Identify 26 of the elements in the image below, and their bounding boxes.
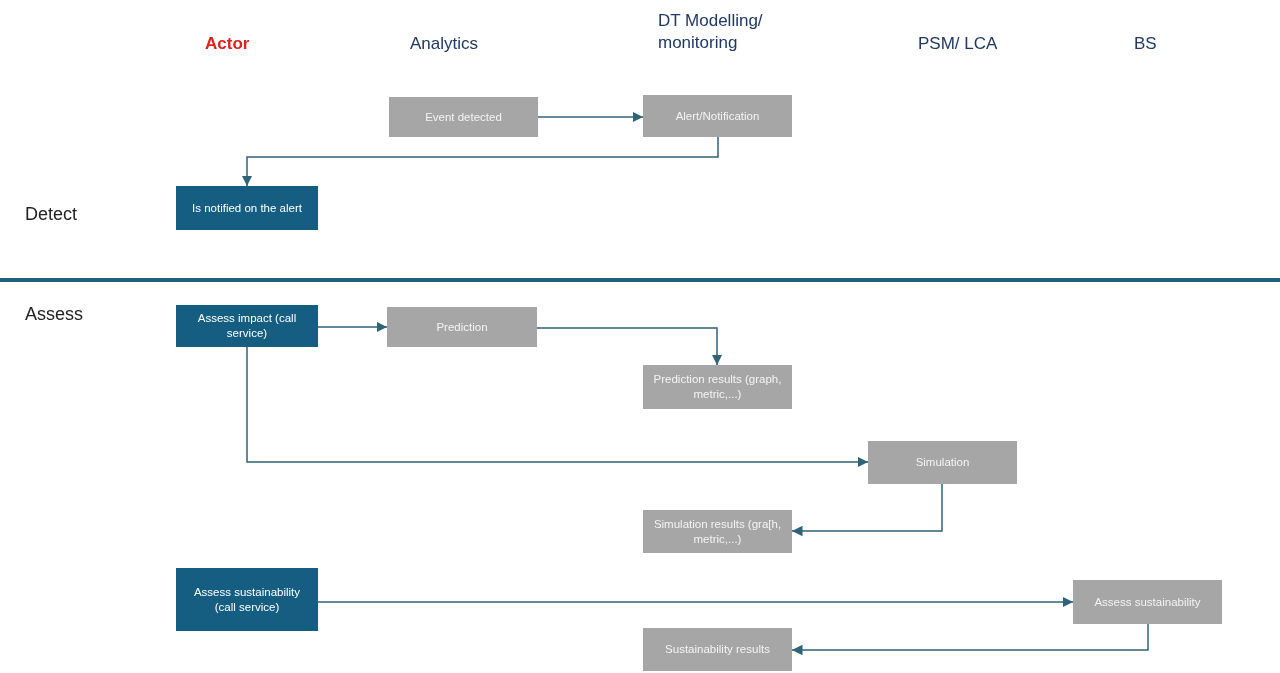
row-label: Detect: [25, 203, 78, 226]
column-header: Analytics: [410, 33, 479, 55]
arrow: [791, 483, 943, 537]
service-step-box: Sustainability results: [643, 628, 792, 671]
arrow: [537, 111, 644, 123]
service-step-box: Simulation results (gra[h, metric,...): [643, 510, 792, 553]
arrow: [241, 136, 719, 187]
service-step-box: Prediction: [387, 307, 537, 347]
service-step-box: Assess sustainability: [1073, 580, 1222, 624]
service-step-box: Simulation: [868, 441, 1017, 484]
arrow: [317, 596, 1074, 608]
column-header: Actor: [205, 33, 250, 55]
column-header: BS: [1134, 33, 1157, 55]
column-header: PSM/ LCA: [918, 33, 998, 55]
row-label: Assess: [25, 303, 84, 326]
actor-step-box: Assess impact (call service): [176, 305, 318, 347]
arrow: [246, 346, 869, 468]
actor-step-box: Assess sustainability (call service): [176, 568, 318, 631]
arrow: [317, 321, 388, 333]
service-step-box: Event detected: [389, 97, 538, 137]
service-step-box: Alert/Notification: [643, 95, 792, 137]
column-header: DT Modelling/ monitoring: [658, 10, 764, 55]
service-step-box: Prediction results (graph, metric,...): [643, 365, 792, 409]
arrow: [536, 327, 723, 366]
actor-step-box: Is notified on the alert: [176, 186, 318, 230]
arrow: [791, 623, 1149, 656]
